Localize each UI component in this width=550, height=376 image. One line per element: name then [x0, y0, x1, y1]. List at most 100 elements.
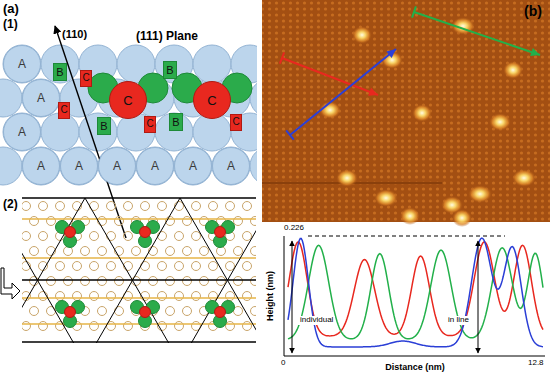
lattice-site: [56, 292, 65, 301]
lattice-2: [22, 198, 256, 343]
atom-label: A: [189, 160, 197, 172]
atom-a: [117, 113, 155, 151]
trimer-c: [215, 307, 226, 318]
triangle-line: [203, 198, 256, 343]
triangle-line: [22, 198, 157, 343]
lattice-site: [90, 202, 99, 211]
lattice-site: [234, 247, 243, 256]
lattice-site: [166, 307, 175, 316]
lattice-site: [56, 262, 65, 271]
atom-c-site: C: [58, 102, 70, 119]
lattice-site: [56, 322, 65, 331]
atom-a: A: [60, 147, 98, 185]
lattice-site: [226, 292, 235, 301]
atom-label: C: [232, 117, 239, 127]
circle-shape: [110, 82, 147, 119]
trimer-c: [65, 307, 76, 318]
profile-line: [280, 52, 378, 95]
atom-label: A: [37, 160, 45, 172]
lattice-site: [107, 232, 116, 241]
profile-curve: [288, 245, 543, 338]
lattice-site: [234, 217, 243, 226]
lattice-site: [200, 277, 209, 286]
lattice-site: [98, 217, 107, 226]
triangle-line: [180, 198, 256, 343]
atom-c-site: C: [144, 116, 156, 133]
triangle-line: [22, 198, 85, 343]
stm-ground: [262, 0, 550, 222]
atom-a: A: [3, 45, 41, 83]
height-arrow: [478, 241, 479, 353]
atom-a: [0, 147, 22, 185]
triangle-line: [22, 198, 62, 343]
trimer: [56, 221, 85, 248]
lattice-site: [39, 232, 48, 241]
lattice-site: [30, 307, 39, 316]
atom-label: A: [18, 58, 26, 70]
lattice-site: [183, 247, 192, 256]
atom-label: C: [207, 94, 216, 107]
lattice-site: [107, 292, 116, 301]
atom-a: [155, 113, 193, 151]
profile-curve: [288, 238, 543, 347]
lattice-site: [158, 202, 167, 211]
profile-line-path: [414, 12, 540, 55]
circle-shape: [61, 148, 98, 185]
atom-a: [250, 147, 257, 185]
atom-a: [174, 147, 212, 185]
height-arrow: [292, 241, 293, 353]
atom-a: A: [3, 113, 41, 151]
atom-b-site: B: [169, 113, 183, 131]
circle-shape: [23, 80, 60, 117]
circle-shape: [213, 148, 250, 185]
adatom-blob: [489, 113, 511, 131]
direction-arrow: [55, 26, 126, 238]
lattice-site: [192, 232, 201, 241]
atom-b-site: B: [97, 117, 111, 135]
adatom-blob: [503, 61, 523, 79]
circle-shape: [137, 148, 174, 185]
lattice-site: [124, 322, 133, 331]
row-line: [22, 297, 256, 299]
profile-line-cap: [280, 52, 284, 63]
lattice-site: [217, 277, 226, 286]
lattice-site: [183, 217, 192, 226]
atom-label: C: [146, 119, 153, 129]
atom-a: [3, 45, 41, 83]
profile-line-head: [530, 48, 540, 56]
profile-curve: [288, 242, 543, 336]
atom-a: A: [212, 147, 250, 185]
lattice-site: [166, 277, 175, 286]
atom-a: A: [22, 147, 60, 185]
lattice-site: [90, 232, 99, 241]
lattice-site: [209, 262, 218, 271]
direction-label: (110): [62, 28, 87, 40]
lattice-site: [56, 202, 65, 211]
atom-c-large: C: [193, 81, 231, 119]
lattice-site: [98, 307, 107, 316]
stm-image: [262, 0, 550, 227]
lattice-site: [73, 262, 82, 271]
atom-a: [0, 79, 22, 117]
lattice-site: [22, 232, 31, 241]
lattice-site: [243, 202, 252, 211]
lattice-site: [226, 322, 235, 331]
subpanel-label: (2): [3, 198, 18, 211]
lattice-site: [141, 202, 150, 211]
atom-a: A: [98, 147, 136, 185]
lattice-site: [39, 202, 48, 211]
lattice-site: [22, 322, 31, 331]
lattice-site: [209, 202, 218, 211]
max-line: [308, 236, 505, 237]
lattice-site: [251, 277, 257, 286]
atom-a: A: [22, 79, 60, 117]
adatom-blob: [512, 169, 536, 187]
lattice-site: [158, 232, 167, 241]
annotation: individual: [298, 316, 335, 325]
lattice-site: [64, 277, 73, 286]
band-line: [22, 341, 256, 342]
atom-label: C: [82, 73, 89, 83]
triangle-line: [85, 198, 252, 343]
lattice-site: [115, 277, 124, 286]
